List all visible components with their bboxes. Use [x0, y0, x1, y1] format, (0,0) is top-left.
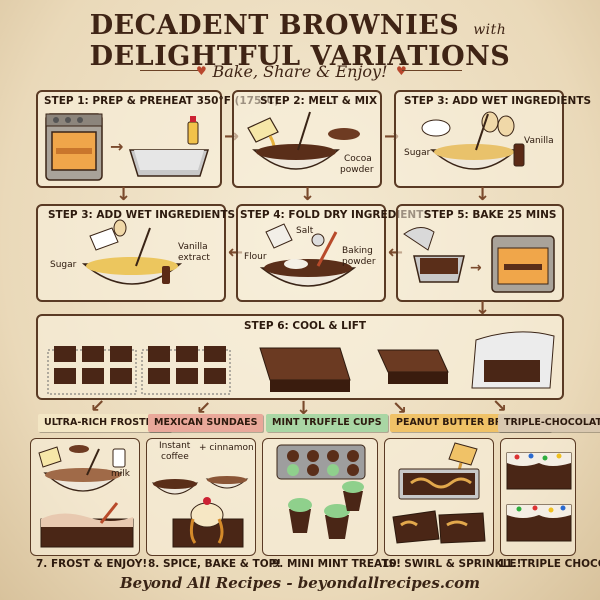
vanilla-note: Vanilla	[178, 242, 208, 252]
oil-bottle-icon	[187, 116, 199, 145]
step-3b-panel: STEP 3: ADD WET INGREDIENTS Sugar Vanill…	[36, 204, 235, 302]
wet-mix-illustration	[81, 219, 183, 285]
step-4-panel: STEP 4: FOLD DRY INGREDIENTS Salt Flour …	[236, 204, 431, 302]
step-5-panel: STEP 5: BAKE 25 MINS →	[396, 204, 564, 302]
arrow-icon: ↘	[392, 398, 408, 419]
variation-panel-triple	[500, 438, 576, 556]
subtitle: Bake, Share & Enjoy!	[212, 62, 388, 81]
caption-mexican: 8. SPICE, BAKE & TOP!	[148, 558, 282, 570]
variation-panel-mexican: Instant coffee + cinnamon	[146, 438, 256, 556]
step-1-panel: STEP 1: PREP & PREHEAT 350°F (175°C) →	[36, 90, 279, 188]
whole-brownie-slab	[259, 347, 351, 392]
svg-text:→: →	[470, 260, 482, 276]
milk-note: milk	[111, 469, 130, 479]
extract-note: extract	[178, 253, 210, 263]
salt-note: Salt	[296, 226, 314, 236]
cool-and-lift-illustration	[47, 331, 555, 395]
coffee-note: coffee	[161, 452, 189, 462]
step-4-label: STEP 4: FOLD DRY INGREDIENTS	[240, 209, 431, 221]
sundae-illustration	[151, 476, 249, 548]
brownie-squares-left	[47, 346, 137, 395]
arrow-icon: ↓	[300, 184, 316, 205]
instant-note: Instant	[159, 441, 191, 451]
step-3b-label: STEP 3: ADD WET INGREDIENTS	[48, 209, 236, 221]
step-3a-panel: STEP 3: ADD WET INGREDIENTS Sugar Vanill…	[394, 90, 591, 188]
step-5-label: STEP 5: BAKE 25 MINS	[424, 209, 557, 221]
caption-triple: 11. TRIPLE CHOCO!	[498, 558, 600, 570]
left-flourish	[140, 66, 200, 76]
footer-credit: Beyond All Recipes - beyondallrecipes.co…	[119, 574, 481, 592]
powder-note: powder	[342, 257, 376, 267]
heart-icon: ♥	[396, 64, 407, 78]
dry-ingredients-illustration	[259, 223, 357, 287]
peanut-butter-illustration	[392, 442, 486, 544]
arrow-icon: ↓	[296, 398, 312, 419]
parchment-lift	[471, 331, 555, 389]
cocoa-note: Cocoa	[344, 154, 372, 164]
brownie-squares-middle	[141, 346, 231, 395]
arrow-icon: ↓	[475, 184, 491, 205]
variation-banner-mint: MINT TRUFFLE CUPS	[266, 414, 388, 432]
vanilla-note: Vanilla	[524, 136, 554, 146]
title-part-left: DECADENT BROWNIES	[89, 10, 460, 41]
powder-note: powder	[340, 165, 374, 175]
heart-icon: ♥	[196, 64, 207, 78]
baking-note: Baking	[342, 246, 373, 256]
lifted-brownie	[377, 349, 449, 384]
caption-frosting: 7. FROST & ENJOY!	[36, 558, 148, 570]
oven-and-pan-illustration: →	[45, 113, 210, 181]
step-6-label: STEP 6: COOL & LIFT	[244, 320, 367, 332]
baking-pan-icon	[128, 149, 210, 177]
sugar-note: Sugar	[50, 260, 77, 270]
title-with: with	[473, 22, 507, 38]
page-title: DECADENT BROWNIES with DELIGHTFUL VARIAT…	[0, 10, 600, 72]
caption-mint: 9. MINI MINT TREATS!	[272, 558, 401, 570]
mint-cups-illustration	[276, 444, 366, 539]
caption-peanut: 10. SWIRL & SPRINKLE!	[382, 558, 522, 570]
sugar-note: Sugar	[404, 148, 431, 158]
bake-illustration: →	[403, 227, 555, 293]
step-2-panel: STEP 2: MELT & MIX Cocoa powder	[232, 90, 382, 188]
step-1-label: STEP 1: PREP & PREHEAT 350°F (175°C)	[44, 95, 280, 107]
variation-banner-frosting: ULTRA-RICH FROSTING	[38, 414, 171, 432]
wet-ingredients-illustration	[421, 111, 525, 170]
flour-note: Flour	[244, 252, 267, 262]
title-part-right: DELIGHTFUL VARIATIONS	[89, 41, 511, 72]
variation-banner-triple: TRIPLE-CHOCOLATE	[498, 414, 600, 432]
cinnamon-note: + cinnamon	[199, 443, 254, 453]
svg-text:→: →	[110, 137, 123, 156]
variation-banner-mexican: MEXICAN SUNDAES	[148, 414, 264, 432]
step-2-label: STEP 2: MELT & MIX	[260, 95, 378, 107]
triple-chocolate-illustration	[506, 452, 572, 542]
variation-panel-peanut	[384, 438, 494, 556]
step-6-panel: STEP 6: COOL & LIFT	[36, 314, 564, 400]
oven-icon	[45, 113, 103, 181]
right-flourish	[402, 66, 462, 76]
arrow-icon: ↙	[196, 398, 212, 419]
variation-panel-mint	[262, 438, 378, 556]
arrow-icon: ↓	[475, 298, 491, 319]
arrow-icon: ↓	[116, 184, 132, 205]
variation-panel-frosting: milk	[30, 438, 140, 556]
arrow-icon: ↘	[492, 396, 508, 417]
step-3a-label: STEP 3: ADD WET INGREDIENTS	[404, 95, 592, 107]
arrow-icon: ↙	[90, 396, 106, 417]
frosting-illustration	[38, 445, 134, 548]
melt-and-mix-illustration	[247, 111, 360, 170]
